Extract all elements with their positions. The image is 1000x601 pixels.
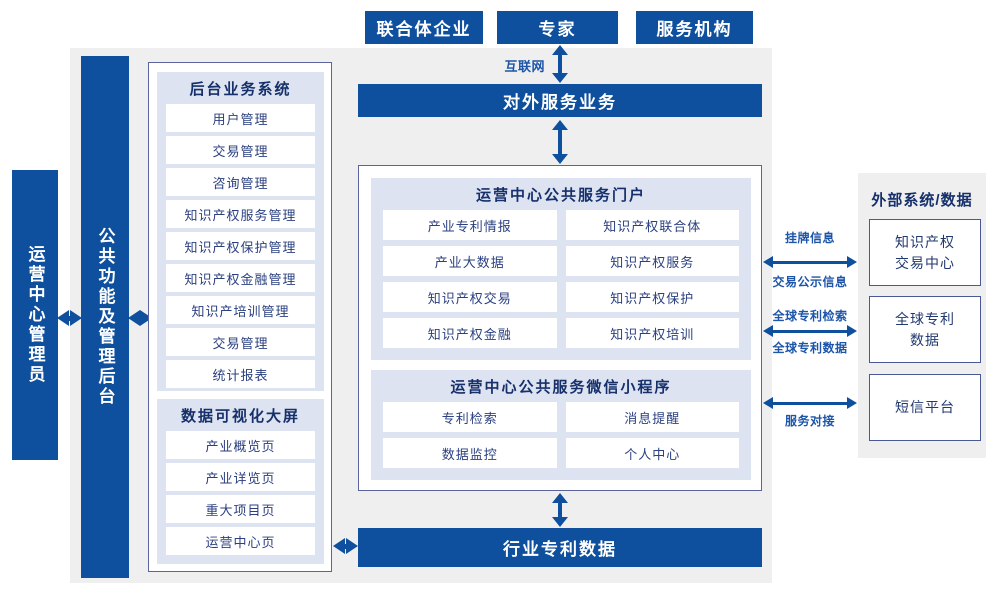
portal-item: 产业大数据 [383,246,557,276]
arrow-shaft [69,315,70,321]
backend-item: 用户管理 [166,104,315,132]
arrow-left-icon [763,256,773,268]
arrow-left-icon [128,310,140,326]
portal-title: 运营中心公共服务门户 [475,186,646,204]
miniprogram-item: 消息提醒 [565,402,739,432]
service-connect-double-arrow [763,396,857,410]
global-patent-double-arrow [763,324,857,338]
arrow-shaft [773,401,847,405]
actor-agency-box: 服务机构 [636,11,753,44]
backend-item: 交易管理 [166,136,315,164]
arrow-left-icon [57,310,69,326]
arrow-right-icon [70,310,82,326]
link-label-global-search: 全球专利检索 [772,308,848,323]
arrow-shaft [773,329,847,333]
portal-item: 知识产权金融 [383,318,557,348]
link-label-trade-publicity: 交易公示信息 [772,274,848,289]
portal-container: 运营中心公共服务门户 产业专利情报 知识产权联合体 产业大数据 知识产权服务 知… [358,165,762,491]
arrow-down-icon [552,154,568,164]
listing-double-arrow [763,255,857,269]
portal-item: 知识产权联合体 [565,210,739,240]
portal-industry-double-arrow [552,493,568,527]
backend-item: 知识产权保护管理 [166,232,315,260]
industry-data-bar: 行业专利数据 [358,528,762,567]
backend-item: 知识产培训管理 [166,296,315,324]
arrow-shaft [773,260,847,264]
portal-item: 知识产权培训 [565,318,739,348]
backend-item: 统计报表 [166,360,315,388]
portal-item: 知识产权服务 [565,246,739,276]
backend-column-double-arrow [128,310,152,326]
data-screen-item: 重大项目页 [166,495,315,523]
arrow-down-icon [552,73,568,83]
data-screen-panel: 数据可视化大屏 产业概览页 产业详览页 重大项目页 运营中心页 [157,399,324,564]
datascreen-industry-double-arrow [333,538,358,554]
external-box-ip-trade-center: 知识产权 交易中心 [869,219,981,286]
link-label-listing-info: 挂牌信息 [784,230,835,245]
external-service-bar: 对外服务业务 [358,84,762,117]
arrow-up-icon [552,120,568,130]
internet-double-arrow [552,45,568,83]
arrow-right-icon [847,256,857,268]
arrow-right-icon [847,325,857,337]
backend-system-title: 后台业务系统 [189,80,292,98]
arrow-right-icon [346,538,358,554]
backend-item: 交易管理 [166,328,315,356]
data-screen-item: 产业详览页 [166,463,315,491]
arrow-shaft [345,543,346,549]
arrow-shaft [558,55,562,73]
miniprogram-item: 数据监控 [383,438,557,468]
external-box-sms-platform: 短信平台 [869,374,981,441]
arrow-right-icon [847,397,857,409]
backend-functions-bar: 公共功能及管理后台 [81,56,129,578]
internet-label: 互联网 [504,59,545,74]
link-label-service-connect: 服务对接 [784,413,835,428]
backend-system-panel: 后台业务系统 用户管理 交易管理 咨询管理 知识产权服务管理 知识产权保护管理 … [157,72,324,391]
actor-agency-label: 服务机构 [656,20,733,39]
arrow-shaft [558,130,562,154]
backend-item: 知识产权金融管理 [166,264,315,292]
operation-admin-box: 运营中心管理员 [12,170,58,460]
arrow-shaft [558,503,562,517]
service-portal-double-arrow [552,120,568,164]
link-label-global-data: 全球专利数据 [772,340,848,355]
portal-item: 知识产权交易 [383,282,557,312]
admin-backend-double-arrow [57,310,82,326]
external-systems-title: 外部系统/数据 [871,191,973,209]
backend-functions-label: 公共功能及管理后台 [95,227,115,407]
arrow-up-icon [552,493,568,503]
portal-item: 产业专利情报 [383,210,557,240]
actor-consortium-label: 联合体企业 [376,20,472,39]
arrow-left-icon [763,325,773,337]
arrow-left-icon [333,538,345,554]
data-screen-item: 产业概览页 [166,431,315,459]
actor-consortium-box: 联合体企业 [365,11,483,44]
arrow-left-icon [763,397,773,409]
industry-data-label: 行业专利数据 [503,540,617,559]
miniprogram-item: 个人中心 [565,438,739,468]
arrow-down-icon [552,517,568,527]
data-screen-item: 运营中心页 [166,527,315,555]
actor-expert-label: 专家 [538,20,577,39]
portal-items-grid: 产业专利情报 知识产权联合体 产业大数据 知识产权服务 知识产权交易 知识产权保… [371,210,751,348]
portal-item: 知识产权保护 [565,282,739,312]
backend-item: 咨询管理 [166,168,315,196]
miniprogram-items-grid: 专利检索 消息提醒 数据监控 个人中心 [371,402,751,468]
backend-item: 知识产权服务管理 [166,200,315,228]
arrow-up-icon [552,45,568,55]
backoffice-container: 后台业务系统 用户管理 交易管理 咨询管理 知识产权服务管理 知识产权保护管理 … [148,62,332,572]
miniprogram-item: 专利检索 [383,402,557,432]
miniprogram-title: 运营中心公共服务微信小程序 [450,378,672,396]
external-box-global-patent-data: 全球专利 数据 [869,296,981,363]
data-screen-title: 数据可视化大屏 [180,407,300,425]
miniprogram-panel: 运营中心公共服务微信小程序 专利检索 消息提醒 数据监控 个人中心 [371,370,751,480]
portal-panel: 运营中心公共服务门户 产业专利情报 知识产权联合体 产业大数据 知识产权服务 知… [371,178,751,360]
external-service-label: 对外服务业务 [503,93,617,112]
actor-expert-box: 专家 [497,11,618,44]
operation-admin-label: 运营中心管理员 [25,245,45,385]
